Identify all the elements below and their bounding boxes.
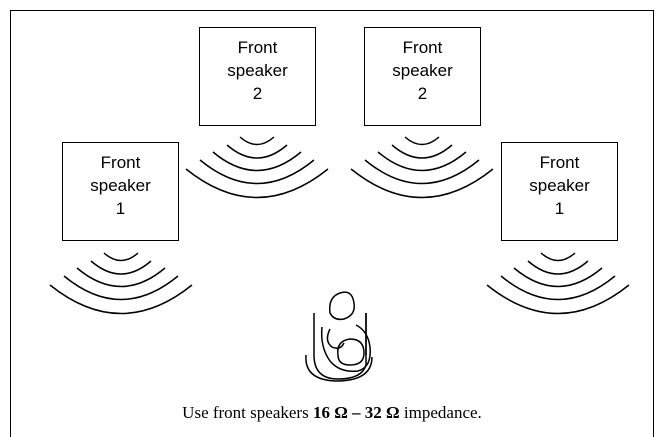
- speaker-front-right: Front speaker 1: [501, 142, 618, 241]
- speaker-number: 2: [417, 84, 428, 103]
- caption-suffix: impedance.: [399, 403, 482, 422]
- speaker-label: Front speaker: [392, 38, 453, 80]
- speaker-rear-left: Front speaker 2: [199, 27, 316, 126]
- frame-top-border: [10, 10, 654, 11]
- speaker-front-left: Front speaker 1: [62, 142, 179, 241]
- sound-waves-icon: [350, 136, 494, 199]
- listener-icon: [305, 291, 373, 382]
- speaker-rear-right: Front speaker 2: [364, 27, 481, 126]
- caption-prefix: Use front speakers: [182, 403, 313, 422]
- frame-left-border: [10, 10, 11, 437]
- speaker-label-wrap: Front speaker 2: [383, 36, 463, 105]
- impedance-caption: Use front speakers 16 Ω – 32 Ω impedance…: [0, 403, 664, 423]
- sound-waves-icon: [49, 252, 193, 315]
- speaker-number: 1: [115, 199, 126, 218]
- speaker-label-wrap: Front speaker 1: [81, 151, 161, 220]
- speaker-label: Front speaker: [227, 38, 288, 80]
- speaker-label: Front speaker: [529, 153, 590, 195]
- speaker-label-wrap: Front speaker 2: [218, 36, 298, 105]
- speaker-label: Front speaker: [90, 153, 151, 195]
- speaker-label-wrap: Front speaker 1: [520, 151, 600, 220]
- sound-waves-icon: [185, 136, 329, 199]
- frame-right-border: [653, 10, 654, 437]
- caption-impedance: 16 Ω – 32 Ω: [312, 403, 400, 422]
- speaker-number: 2: [252, 84, 263, 103]
- speaker-number: 1: [554, 199, 565, 218]
- sound-waves-icon: [486, 252, 630, 315]
